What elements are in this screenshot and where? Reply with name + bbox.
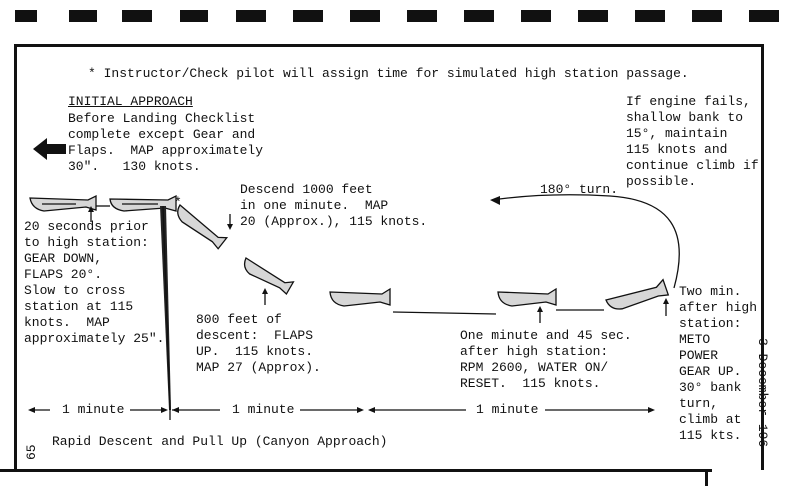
up-arrow-icon xyxy=(262,288,268,305)
high-station-note: 20 seconds prior to high station: GEAR D… xyxy=(24,219,165,346)
figure-caption: Rapid Descent and Pull Up (Canyon Approa… xyxy=(52,434,388,449)
page-frame xyxy=(14,44,764,470)
film-strip-mark xyxy=(293,10,323,22)
film-strip-mark xyxy=(521,10,551,22)
film-strip-mark xyxy=(236,10,266,22)
film-strip-mark xyxy=(122,10,152,22)
aircraft-icon xyxy=(243,257,295,296)
two-min-note: Two min. after high station: METO POWER … xyxy=(679,284,758,443)
turn-path xyxy=(491,194,680,289)
up-arrow-icon xyxy=(663,298,669,316)
aircraft-icon xyxy=(109,194,177,212)
initial-approach-body: Before Landing Checklist complete except… xyxy=(68,111,264,174)
film-strip-mark xyxy=(180,10,208,22)
one-min-45-note: One minute and 45 sec. after high statio… xyxy=(460,328,632,391)
descend-note: Descend 1000 feet in one minute. MAP 20 … xyxy=(240,182,428,229)
bottom-rule xyxy=(0,469,712,472)
film-strip-mark xyxy=(350,10,380,22)
film-strip-mark xyxy=(69,10,97,22)
flight-path xyxy=(392,311,497,315)
aircraft-icon xyxy=(605,278,670,310)
aircraft-icon xyxy=(329,287,391,307)
film-strip-mark xyxy=(407,10,437,22)
aircraft-icon xyxy=(177,204,229,250)
timeline-label-3: 1 minute xyxy=(476,402,539,417)
high-station-line xyxy=(162,205,171,411)
corner-mark xyxy=(705,469,708,486)
film-strip-mark xyxy=(635,10,665,22)
timeline xyxy=(28,400,655,420)
asterisk-marker: * xyxy=(174,195,182,210)
turn-label: 180° turn. xyxy=(540,182,619,197)
film-strip-mark xyxy=(464,10,494,22)
film-strip-mark xyxy=(15,10,37,22)
engine-fail-note: If engine fails, shallow bank to 15°, ma… xyxy=(626,94,759,189)
film-strip-mark xyxy=(692,10,722,22)
timeline-label-1: 1 minute xyxy=(62,402,125,417)
aircraft-icon xyxy=(29,194,97,212)
timeline-label-2: 1 minute xyxy=(232,402,295,417)
up-arrow-icon xyxy=(537,306,543,323)
film-strip-mark xyxy=(578,10,608,22)
initial-approach-heading: INITIAL APPROACH xyxy=(68,94,193,109)
descent-800-note: 800 feet of descent: FLAPS UP. 115 knots… xyxy=(196,312,321,375)
aircraft-icon xyxy=(497,287,557,307)
film-strip-mark xyxy=(749,10,779,22)
down-arrow-icon xyxy=(227,224,233,230)
date-stamp: 3 December 196 xyxy=(755,338,770,448)
page-number: 65 xyxy=(24,444,39,460)
up-arrow-icon xyxy=(88,206,94,222)
turn-arrowhead-icon xyxy=(490,196,500,205)
instructor-note: * Instructor/Check pilot will assign tim… xyxy=(88,66,689,81)
left-arrow-icon xyxy=(33,138,66,160)
